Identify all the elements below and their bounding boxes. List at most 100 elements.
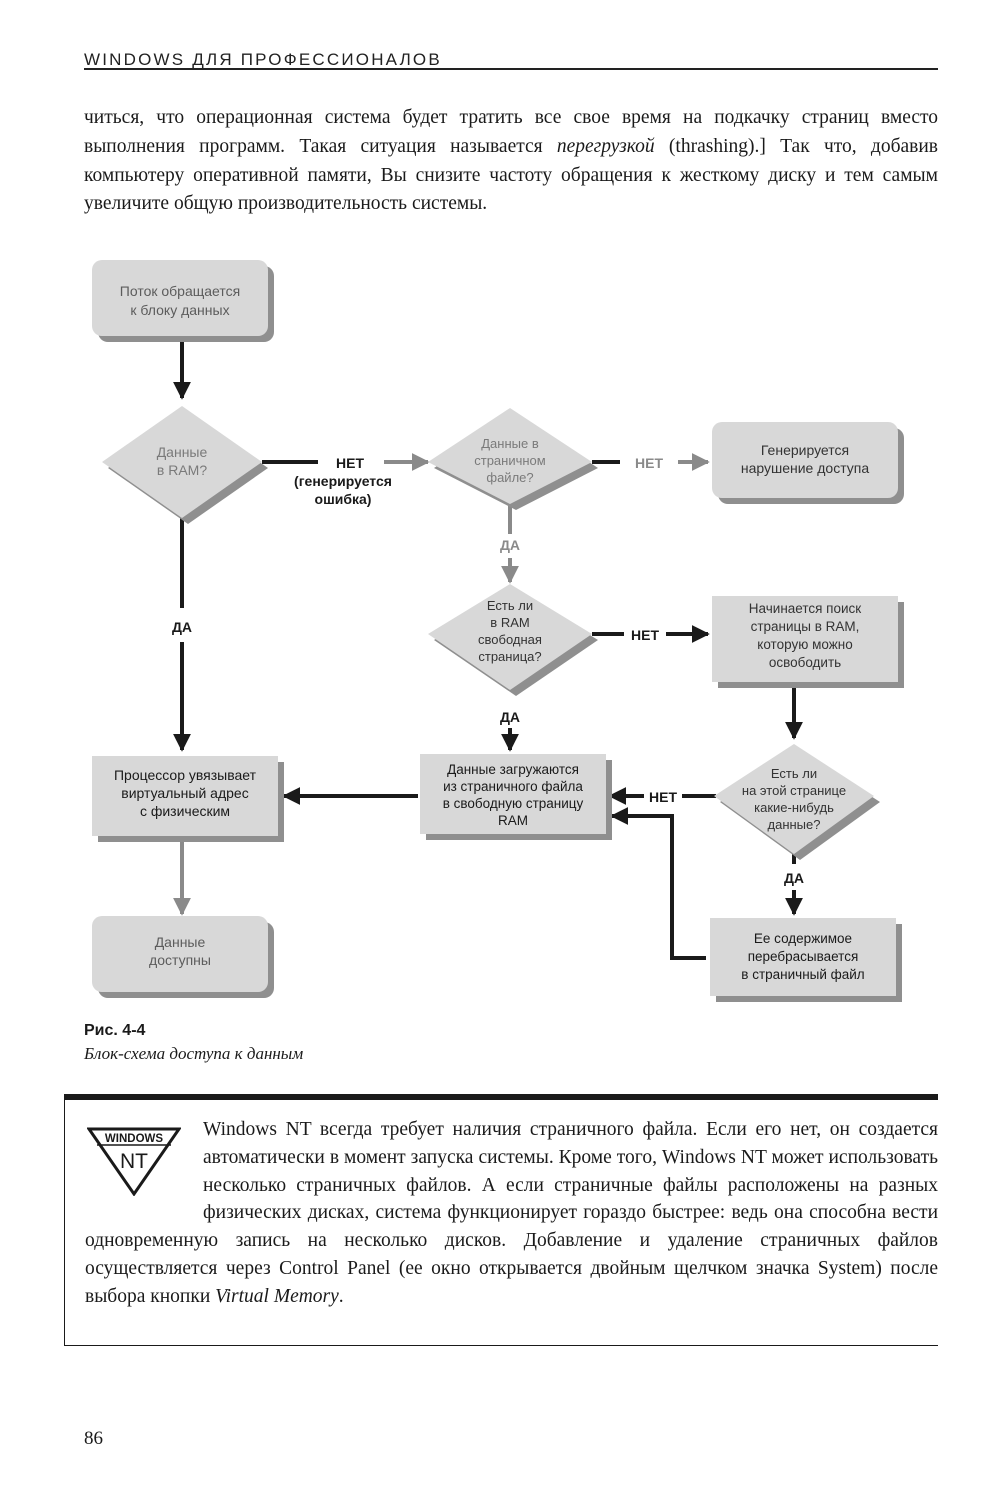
label-free-page-no: НЕТ (631, 627, 659, 643)
node-load-data-line-2: из страничного файла (443, 779, 583, 794)
header-rule (84, 68, 938, 70)
svg-text:ошибка): ошибка) (315, 491, 372, 507)
node-data-ready-line-1: Данные (155, 934, 206, 950)
node-page-dirty-line-3: какие-нибудь (754, 800, 834, 815)
svg-text:с физическим: с физическим (140, 803, 230, 819)
node-start-line-2: к блоку данных (130, 302, 229, 318)
svg-text:страницы в RAM,: страницы в RAM, (751, 619, 860, 634)
note-text-body: Windows NT всегда требует наличия страни… (85, 1119, 938, 1307)
figure-number: Рис. 4-4 (84, 1022, 146, 1039)
svg-text:Начинается поиск: Начинается поиск (749, 601, 862, 616)
node-free-page-line-4: страница? (478, 649, 541, 664)
page-number: 86 (84, 1428, 103, 1449)
logo-windows-text: WINDOWS (105, 1133, 163, 1145)
svg-text:нарушение доступа: нарушение доступа (741, 460, 869, 476)
node-search-page: Начинается поиск страницы в RAM, которую… (712, 596, 904, 688)
note-text-emphasis: Virtual Memory (215, 1285, 339, 1307)
node-free-page-line-2: в RAM (490, 615, 529, 630)
label-dirty-no: НЕТ (649, 789, 677, 805)
node-cpu-maps-line-1: Процессор увязывает (114, 767, 257, 783)
svg-text:данные?: данные? (768, 817, 821, 832)
node-access-violation-line-2: нарушение доступа (741, 460, 869, 476)
node-load-data-line-4: RAM (498, 813, 528, 828)
label-no-error-1: НЕТ (336, 455, 364, 471)
node-write-out-line-2: перебрасывается (748, 949, 859, 964)
node-start-line-1: Поток обращается (120, 283, 240, 299)
svg-text:перебрасывается: перебрасывается (748, 949, 859, 964)
node-search-page-line-2: страницы в RAM, (751, 619, 860, 634)
svg-text:ДА: ДА (500, 709, 520, 725)
svg-text:Генерируется: Генерируется (761, 442, 849, 458)
node-in-pagefile-line-2: страничном (474, 453, 546, 468)
node-access-violation-line-1: Генерируется (761, 442, 849, 458)
note-text: Windows NT всегда требует наличия страни… (85, 1116, 938, 1311)
node-free-page-line-1: Есть ли (487, 598, 533, 613)
label-dirty-yes: ДА (784, 870, 804, 886)
svg-text:в RAM?: в RAM? (157, 462, 207, 478)
label-pagefile-yes: ДА (500, 537, 520, 553)
svg-text:которую можно: которую можно (757, 637, 852, 652)
flowchart: Поток обращается к блоку данных Данные в… (92, 260, 904, 1002)
svg-text:в RAM: в RAM (490, 615, 529, 630)
edge-write-out-to-load (610, 807, 706, 960)
node-data-ready-line-2: доступны (149, 952, 211, 968)
svg-text:ДА: ДА (784, 870, 804, 886)
node-load-data: Данные загружаются из страничного файла … (420, 754, 612, 840)
node-cpu-maps-line-2: виртуальный адрес (121, 785, 248, 801)
logo-nt-text: NT (120, 1150, 148, 1173)
paragraph-text-end: (thrashing).] Так что, добавив компьютер… (84, 135, 938, 215)
node-page-dirty-line-1: Есть ли (771, 766, 817, 781)
svg-text:виртуальный адрес: виртуальный адрес (121, 785, 248, 801)
node-page-dirty-line-4: данные? (768, 817, 821, 832)
node-search-page-line-3: которую можно (757, 637, 852, 652)
node-start: Поток обращается к блоку данных (92, 260, 274, 342)
label-no-error-3: ошибка) (315, 491, 372, 507)
node-in-ram-line-2: в RAM? (157, 462, 207, 478)
node-in-pagefile-line-1: Данные в (481, 436, 539, 451)
node-in-pagefile: Данные в страничном файле? (428, 408, 598, 510)
svg-text:файле?: файле? (486, 470, 533, 485)
node-search-page-line-4: освободить (769, 655, 841, 670)
label-pagefile-no: НЕТ (635, 455, 663, 471)
svg-text:в свободную страницу: в свободную страницу (443, 796, 584, 811)
node-in-pagefile-line-3: файле? (486, 470, 533, 485)
svg-text:Данные: Данные (155, 934, 206, 950)
svg-text:освободить: освободить (769, 655, 841, 670)
svg-text:к блоку данных: к блоку данных (130, 302, 229, 318)
node-cpu-maps: Процессор увязывает виртуальный адрес с … (92, 756, 284, 842)
label-in-ram-yes: ДА (172, 619, 192, 635)
svg-text:ДА: ДА (172, 619, 192, 635)
svg-text:Процессор увязывает: Процессор увязывает (114, 767, 257, 783)
node-page-dirty: Есть ли на этой странице какие-нибудь да… (714, 744, 880, 860)
node-access-violation: Генерируется нарушение доступа (712, 422, 904, 504)
svg-text:Данные в: Данные в (481, 436, 539, 451)
svg-text:НЕТ: НЕТ (631, 627, 659, 643)
svg-text:ДА: ДА (500, 537, 520, 553)
node-write-out-line-1: Ее содержимое (754, 931, 852, 946)
svg-text:НЕТ: НЕТ (635, 455, 663, 471)
svg-text:Данные загружаются: Данные загружаются (447, 762, 579, 777)
svg-text:(генерируется: (генерируется (294, 473, 392, 489)
svg-text:Поток обращается: Поток обращается (120, 283, 240, 299)
node-cpu-maps-line-3: с физическим (140, 803, 230, 819)
node-free-page-line-3: свободная (478, 632, 542, 647)
node-search-page-line-1: Начинается поиск (749, 601, 862, 616)
svg-text:свободная: свободная (478, 632, 542, 647)
note-box: WINDOWS NT Windows NT всегда требует нал… (64, 1094, 938, 1346)
note-text-end: . (338, 1285, 344, 1307)
node-write-out: Ее содержимое перебрасывается в страничн… (710, 918, 902, 1002)
svg-text:из страничного файла: из страничного файла (443, 779, 583, 794)
svg-text:НЕТ: НЕТ (336, 455, 364, 471)
paragraph-text: читься, что операционная система будет т… (84, 107, 938, 157)
svg-text:Данные: Данные (157, 444, 208, 460)
svg-text:страничном: страничном (474, 453, 546, 468)
node-load-data-line-3: в свободную страницу (443, 796, 584, 811)
svg-text:на этой странице: на этой странице (742, 783, 846, 798)
svg-text:доступны: доступны (149, 952, 211, 968)
node-page-dirty-line-2: на этой странице (742, 783, 846, 798)
svg-text:какие-нибудь: какие-нибудь (754, 800, 834, 815)
figure-caption: Блок-схема доступа к данным (84, 1044, 304, 1063)
svg-text:Ее содержимое: Ее содержимое (754, 931, 852, 946)
node-in-ram: Данные в RAM? (102, 406, 268, 524)
node-write-out-line-3: в страничный файл (741, 967, 864, 982)
